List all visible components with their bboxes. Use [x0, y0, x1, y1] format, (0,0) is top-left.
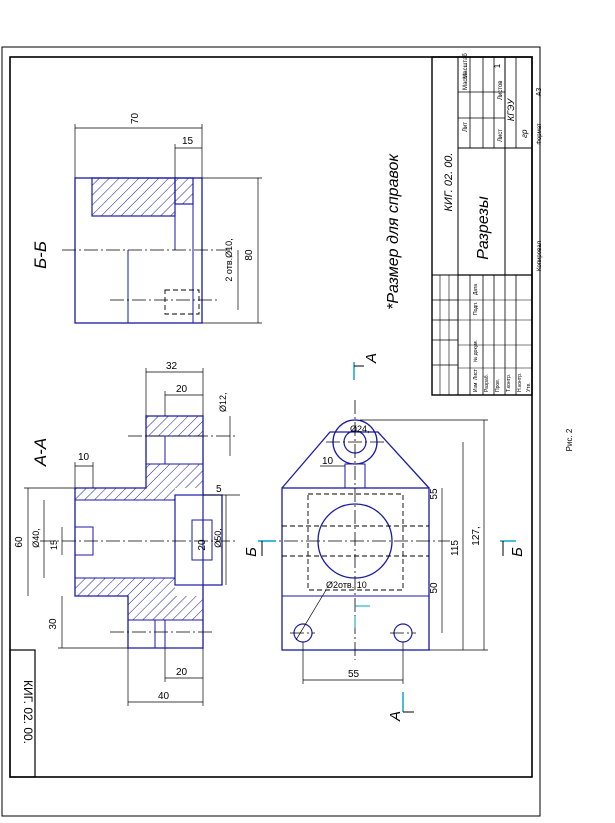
title-block: КИГ. 02. 00. Разрезы Лит Масса Масштаб 1…: [431, 53, 543, 396]
tb-mass: Масса: [463, 72, 469, 90]
tb-row-3: Подп.: [473, 302, 479, 315]
tb-format: Формат: [537, 123, 543, 145]
inner-frame: [9, 56, 533, 778]
plan-dim-55h: 55: [348, 669, 360, 680]
plan-dim-115: 115: [450, 540, 461, 556]
tb-org: КГЭУ: [506, 98, 516, 121]
page-caption: Рис. 2: [565, 428, 574, 451]
tb-scale: Масштаб: [463, 53, 469, 79]
aa-dim-40dia: Ø40,: [31, 528, 41, 548]
plan-view: Ø24, 10 55 50 115 127, Ø2отв. 10 55: [262, 400, 488, 684]
aa-dim-30: 30: [48, 618, 59, 630]
tb-row-1: Лист: [473, 368, 479, 380]
bb-dim-15: 15: [182, 136, 194, 147]
tb-row-9: Утв.: [526, 382, 532, 392]
section-bb: Б-Б 70 15 80 2 отв.Ø10,: [31, 112, 262, 324]
corner-stamp: КИГ. 02. 00.: [9, 649, 36, 778]
cut-label-b-right: Б: [509, 547, 526, 557]
aa-dim-60: 60: [14, 536, 25, 548]
plan-dim-55v: 55: [429, 488, 440, 500]
bb-dim-70: 70: [130, 112, 141, 124]
tb-lit: Лит: [463, 122, 469, 132]
tb-row-8: Н.контр.: [517, 373, 523, 392]
aa-dim-20c: 20: [176, 667, 188, 678]
bb-dim-2holes: 2 отв.Ø10,: [224, 238, 234, 281]
tb-sheets: Листов: [498, 81, 504, 101]
plan-dim-24: Ø24,: [350, 424, 370, 434]
tb-format-value: А3: [536, 88, 543, 97]
cut-marker-b-left: Б: [243, 540, 276, 557]
section-bb-label: Б-Б: [31, 241, 50, 269]
tb-row-5: Разраб.: [484, 374, 490, 392]
plan-dim-10: 10: [322, 456, 334, 467]
reference-note: *Размер для справок: [385, 153, 402, 310]
plan-dim-50: 50: [429, 582, 440, 594]
cut-marker-a-top: А: [353, 353, 380, 380]
cut-label-a-top: А: [363, 353, 380, 364]
tb-group: гр: [520, 129, 529, 138]
tb-row-6: Пров.: [495, 379, 501, 392]
cut-marker-a-bottom: А: [387, 692, 414, 722]
cut-marker-b-right: Б: [500, 540, 526, 557]
tb-doc-code: КИГ. 02. 00.: [443, 153, 455, 212]
aa-dim-20a: 20: [176, 384, 188, 395]
bb-dim-80: 80: [244, 249, 255, 261]
corner-code-text: КИГ. 02. 00.: [21, 680, 35, 744]
aa-dim-20b: 20: [197, 539, 208, 551]
aa-dim-40: 40: [158, 691, 170, 702]
aa-dim-32: 32: [166, 361, 178, 372]
aa-dim-5: 5: [216, 484, 222, 495]
tb-sheet: Лист: [498, 129, 504, 142]
tb-title: Разрезы: [475, 196, 492, 260]
tb-row-0: Изм: [473, 382, 479, 392]
plan-dim-2holes: Ø2отв. 10: [326, 580, 367, 590]
aa-dim-50dia: Ø50,: [213, 528, 223, 548]
aa-dim-10: 10: [78, 452, 90, 463]
aa-dim-15: 15: [49, 540, 59, 550]
aa-dim-12: Ø12,: [218, 392, 228, 412]
cut-label-a-bottom: А: [387, 711, 404, 722]
tb-row-7: Т.контр.: [506, 374, 512, 392]
tb-copied: Копировал: [537, 240, 543, 271]
tb-row-2: № докум.: [473, 340, 479, 362]
tb-scale-value: 1: [493, 63, 502, 68]
cut-label-b-left: Б: [243, 547, 260, 557]
plan-dim-127: 127,: [471, 526, 482, 545]
section-aa-label: А-А: [31, 438, 50, 467]
tb-row-4: Дата: [473, 284, 479, 295]
section-aa: А-А 32 20 Ø12, 10: [14, 361, 240, 706]
outer-frame: [1, 46, 541, 817]
